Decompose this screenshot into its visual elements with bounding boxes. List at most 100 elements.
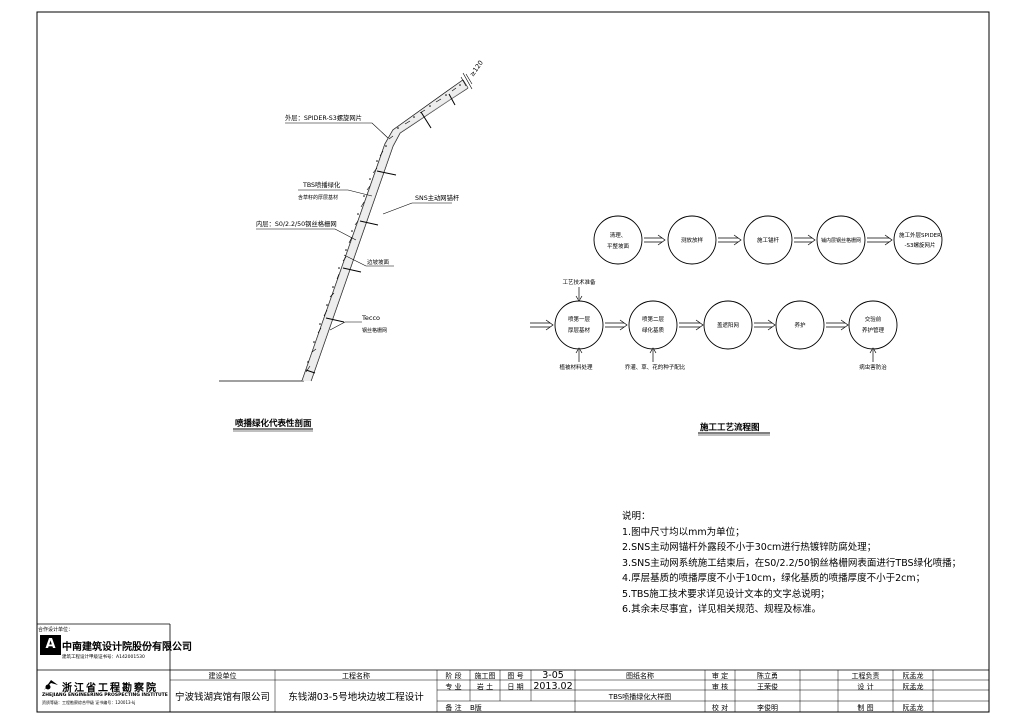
stage-value: 施工图: [474, 672, 496, 680]
discipline-value: 岩 土: [476, 683, 494, 691]
company-name: 中南建筑设计院股份有限公司: [62, 642, 192, 653]
label-leaders: [256, 122, 452, 331]
notes-block: 说明： 1.图中尺寸均以mm为单位； 2.SNS主动网锚杆外露段不小于30cm进…: [622, 509, 961, 618]
lead-value: 阮孟龙: [902, 672, 924, 680]
shotcrete-dots: [307, 84, 461, 363]
flow-step-7-sub: 绿化基质: [642, 326, 665, 334]
drawing-name-label: 图纸名称: [626, 672, 654, 680]
flow-arrows-row1: [644, 234, 893, 246]
flow-step-4-label: 铺内层钢丝格栅网: [821, 237, 861, 244]
flow-annotation-pest: 病虫害防治: [859, 363, 887, 371]
review-value: 王荣俊: [757, 683, 778, 691]
flow-step-1-sub: 平整坡面: [607, 242, 630, 250]
shotcrete-layer: [302, 80, 468, 381]
cooperating-company-block: 合作设计单位： A 中南建筑设计院股份有限公司 建筑工程设计甲级证书号：A142…: [38, 626, 192, 670]
institute-logo-icon: [44, 680, 58, 690]
sheet-frame: [36, 11, 990, 713]
company-cert: 建筑工程设计甲级证书号：A142001530: [62, 655, 145, 660]
cooperating-company-header: 合作设计单位：: [38, 627, 74, 633]
note-item-4: 4.厚层基质的喷播厚度不小于10cm，绿化基质的喷播厚度不小于2cm；: [622, 573, 926, 584]
flow-step-circle: [593, 215, 643, 265]
drawing-name-value: TBS喷播绿化大样图: [608, 693, 672, 701]
flow-step-circle: [703, 300, 753, 350]
slope-section: ≥120 外层：SPIDER-S3螺旋网片 TBS喷播绿化 含草籽的厚层基材 S…: [219, 59, 485, 432]
flow-chart: 清理、 平整坡面 测放放样 施工锚杆 铺内层钢丝格栅网 施工外层SPIDER -…: [530, 215, 943, 436]
label-outer-layer: 外层：SPIDER-S3螺旋网片: [285, 113, 362, 122]
date-value: 2013.02: [533, 681, 573, 692]
flow-arrows-vertical: [575, 287, 877, 362]
flow-step-circle: [775, 300, 825, 350]
flow-step-circle: [743, 215, 793, 265]
draw-value: 阮孟龙: [902, 704, 924, 712]
flow-step-6-sub: 厚层基材: [568, 326, 591, 334]
flow-annotation-prep: 工艺技术准备: [562, 278, 596, 286]
label-tbs-sub: 含草籽的厚层基材: [298, 194, 338, 201]
check-label: 校 对: [711, 704, 729, 712]
drawing-no-label: 图 号: [507, 672, 524, 680]
flow-step-6-label: 喷第一层: [568, 315, 591, 323]
flow-step-circle: [667, 215, 717, 265]
flow-step-10-label: 交验前: [865, 315, 882, 323]
slope-inner-edge: [310, 87, 469, 382]
flow-step-8-label: 盖遮阳网: [717, 321, 740, 329]
stage-label: 阶 段: [445, 672, 462, 680]
client-label: 建设单位: [208, 672, 237, 680]
flow-step-5-label: 施工外层SPIDER: [899, 231, 941, 239]
remark-value: B版: [470, 704, 482, 712]
title-block-grid: [37, 623, 989, 712]
flow-step-circle: [816, 215, 866, 265]
flow-arrows-row2: [530, 319, 849, 331]
label-slope-face: 边坡坡面: [367, 258, 390, 266]
design-label: 设 计: [857, 683, 874, 691]
institute-name-en: ZHEJIANG ENGINEERING PROSPECTING INSTITU…: [42, 693, 168, 698]
review-label: 审 核: [711, 683, 729, 691]
label-tecco: Tecco: [361, 314, 380, 322]
label-tecco-sub: 钢丝格栅网: [362, 327, 387, 334]
notes-heading: 说明：: [622, 511, 651, 522]
flow-step-3-label: 施工锚杆: [757, 236, 780, 244]
project-label: 工程名称: [342, 672, 370, 680]
note-item-1: 1.图中尺寸均以mm为单位；: [622, 526, 745, 538]
flow-step-5-sub: -S3螺旋网片: [905, 241, 936, 249]
remark-label: 备 注: [445, 704, 462, 712]
flow-step-circle: [628, 300, 678, 350]
company-logo-icon: A: [40, 635, 61, 655]
lead-label: 工程负责: [851, 672, 880, 680]
draw-label: 制 图: [857, 704, 874, 712]
flow-step-circle: [893, 215, 943, 265]
flow-step-1-label: 清理、: [610, 231, 627, 239]
design-value: 阮孟龙: [902, 683, 924, 691]
project-value: 东钱湖03-5号地块边坡工程设计: [288, 692, 424, 703]
label-sns-anchor: SNS主动网锚杆: [415, 193, 460, 202]
shotcrete-texture: [305, 87, 457, 373]
drawing-no-value: 3-05: [542, 670, 564, 681]
flow-annotation-material: 植被材料处理: [559, 363, 593, 371]
institute-block: 浙江省工程勘察院 ZHEJIANG ENGINEERING PROSPECTIN…: [38, 672, 169, 712]
client-value: 宁波钱湖宾馆有限公司: [174, 692, 270, 703]
dimension-marker: [460, 72, 473, 90]
note-item-2: 2.SNS主动网锚杆外露段不小于30cm进行热镀锌防腐处理；: [622, 542, 877, 553]
dimension-label: ≥120: [468, 59, 485, 78]
section-title: 喷播绿化代表性剖面: [235, 418, 312, 429]
label-tbs: TBS喷播绿化: [302, 180, 341, 189]
anchor-bars: [305, 93, 456, 374]
flow-step-circle: [848, 300, 898, 350]
date-label: 日 期: [507, 683, 524, 691]
institute-cert: 资质等级：工程勘察综合甲级 证书编号：120013-kj: [42, 700, 136, 705]
check-value: 李俊明: [757, 704, 778, 712]
discipline-label: 专 业: [445, 683, 462, 691]
flow-title: 施工工艺流程图: [700, 422, 760, 433]
flow-annotation-seeds: 乔灌、草、花的种子配比: [625, 363, 686, 371]
flow-step-9-label: 养护: [794, 321, 806, 329]
note-item-3: 3.SNS主动网系统施工结束后，在S0/2.2/50钢丝格栅网表面进行TBS绿化…: [622, 557, 962, 569]
label-inner-layer: 内层：S0/2.2/50钢丝格栅网: [256, 219, 337, 228]
flow-step-circle: [554, 300, 604, 350]
approve-label: 审 定: [711, 672, 729, 680]
flow-step-2-label: 测放放样: [681, 236, 704, 244]
flow-step-10-sub: 养护管理: [862, 326, 885, 334]
approve-value: 陈立勇: [757, 672, 778, 680]
note-item-5: 5.TBS施工技术要求详见设计文本的文字总说明；: [622, 588, 830, 600]
note-item-6: 6.其余未尽事宜，详见相关规范、规程及标准。: [622, 604, 822, 615]
flow-step-7-label: 喷第二层: [642, 315, 665, 323]
